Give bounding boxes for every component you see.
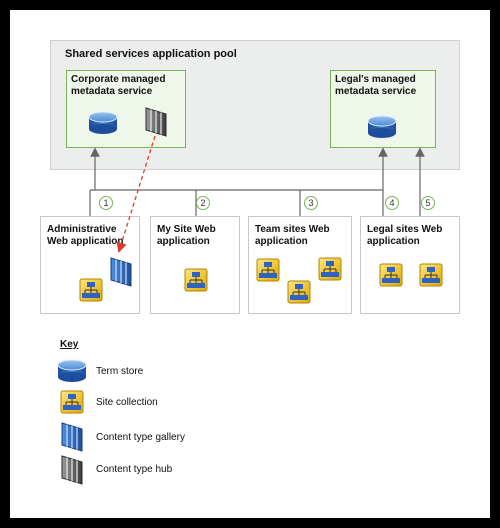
connector-number-4: 4 bbox=[385, 196, 399, 210]
key-title: Key bbox=[60, 339, 79, 350]
app-legal-sites-label: Legal sites Web application bbox=[367, 224, 443, 247]
legal-term-store-icon bbox=[367, 115, 397, 139]
key-label-site-collection: Site collection bbox=[96, 397, 158, 408]
corporate-content-type-hub-icon bbox=[145, 107, 167, 137]
key-label-content-type-hub: Content type hub bbox=[96, 464, 173, 475]
connector-number-5-text: 5 bbox=[425, 198, 430, 208]
team-site-collection-icon-2 bbox=[318, 257, 342, 281]
key-content-type-gallery-icon bbox=[61, 422, 83, 452]
hub-to-gallery-arrow bbox=[116, 135, 156, 253]
corporate-term-store-icon bbox=[88, 111, 118, 135]
mysite-site-collection-icon bbox=[184, 268, 208, 292]
connector-number-4-text: 4 bbox=[389, 198, 394, 208]
connector-number-1: 1 bbox=[99, 196, 113, 210]
key-term-store-icon bbox=[57, 359, 87, 383]
key-site-collection-icon bbox=[60, 390, 84, 414]
connector-number-3-text: 3 bbox=[308, 198, 313, 208]
connector-number-5: 5 bbox=[421, 196, 435, 210]
app-team-sites-label: Team sites Web application bbox=[255, 224, 330, 247]
admin-site-collection-icon bbox=[79, 278, 103, 302]
pool-title: Shared services application pool bbox=[65, 48, 237, 60]
app-my-site-label: My Site Web application bbox=[157, 224, 216, 247]
app-legal-sites: Legal sites Web application bbox=[360, 216, 460, 314]
app-my-site: My Site Web application bbox=[150, 216, 240, 314]
connector-number-2-text: 2 bbox=[200, 198, 205, 208]
key-label-content-type-gallery: Content type gallery bbox=[96, 432, 185, 443]
key-label-term-store: Term store bbox=[96, 366, 144, 377]
legal-site-collection-icon-2 bbox=[419, 263, 443, 287]
connector-number-2: 2 bbox=[196, 196, 210, 210]
legal-service-label: Legal's managed metadata service bbox=[335, 74, 417, 97]
app-administrative-label: Administrative Web application bbox=[47, 224, 124, 247]
connector-number-3: 3 bbox=[304, 196, 318, 210]
corporate-service-label: Corporate managed metadata service bbox=[71, 74, 166, 97]
legal-site-collection-icon-1 bbox=[379, 263, 403, 287]
connector-number-1-text: 1 bbox=[103, 198, 108, 208]
team-site-collection-icon-3 bbox=[287, 280, 311, 304]
key-content-type-hub-icon bbox=[61, 455, 83, 485]
connector-lines bbox=[89, 147, 425, 216]
admin-content-type-gallery-icon bbox=[110, 257, 132, 287]
team-site-collection-icon-1 bbox=[256, 258, 280, 282]
